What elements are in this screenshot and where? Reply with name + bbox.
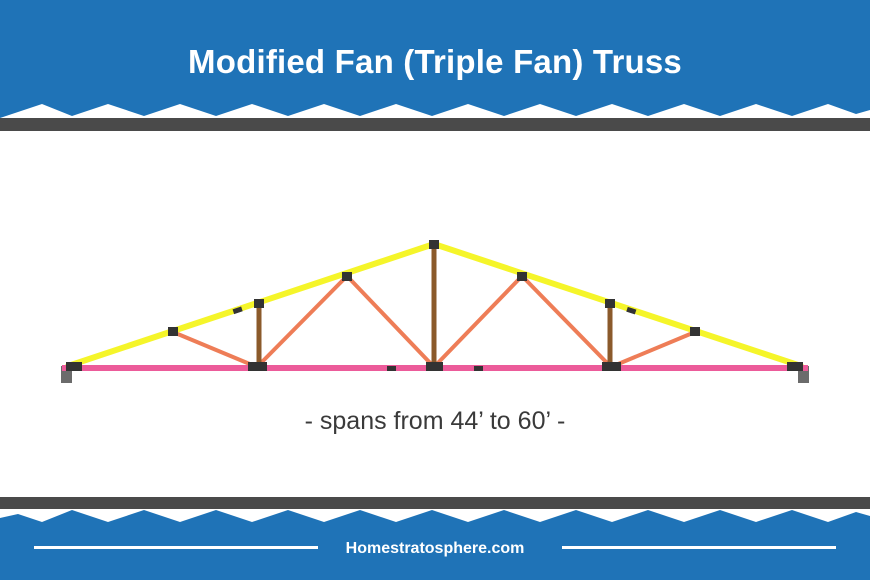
span-caption: - spans from 44’ to 60’ - [304,407,566,435]
web-diagonal [432,274,524,369]
splice-plate [232,306,243,315]
left-support [61,366,72,383]
truss-diagram [61,240,809,383]
joint-plate [426,362,443,371]
web-diagonal [345,274,436,369]
joint-plate [248,362,267,371]
splice-plate [387,366,396,371]
joint-plate [168,327,178,336]
heel-plate-left [66,362,82,371]
web-diagonal [520,274,613,369]
heel-plate-right [787,362,803,371]
top-chord-left [65,241,437,369]
right-support [798,366,809,383]
diagonal-webs [172,274,696,369]
vertical-webs [256,245,613,367]
splice-plate [626,306,637,315]
joint-apex [429,240,439,249]
site-credit: Homestratosphere.com [345,540,525,557]
joint-plate [517,272,527,281]
joint-plates [66,240,803,371]
joint-plate [254,299,264,308]
web-diagonal [172,330,258,369]
footer-band [0,508,870,580]
footer-rail [0,497,870,509]
header-zigzag [0,104,870,131]
joint-plate [342,272,352,281]
splice-plate [474,366,483,371]
joint-plate [690,327,700,336]
joint-plate [605,299,615,308]
web-diagonal [610,330,696,369]
top-chord-right [431,241,804,369]
top-chords [65,241,804,369]
page-title: Modified Fan (Triple Fan) Truss [188,43,682,80]
header-rail [0,118,870,131]
header-band [0,0,870,118]
footer-rule-left [34,546,318,549]
joint-plate [602,362,621,371]
web-diagonal [255,274,349,369]
footer-rule-right [562,546,836,549]
